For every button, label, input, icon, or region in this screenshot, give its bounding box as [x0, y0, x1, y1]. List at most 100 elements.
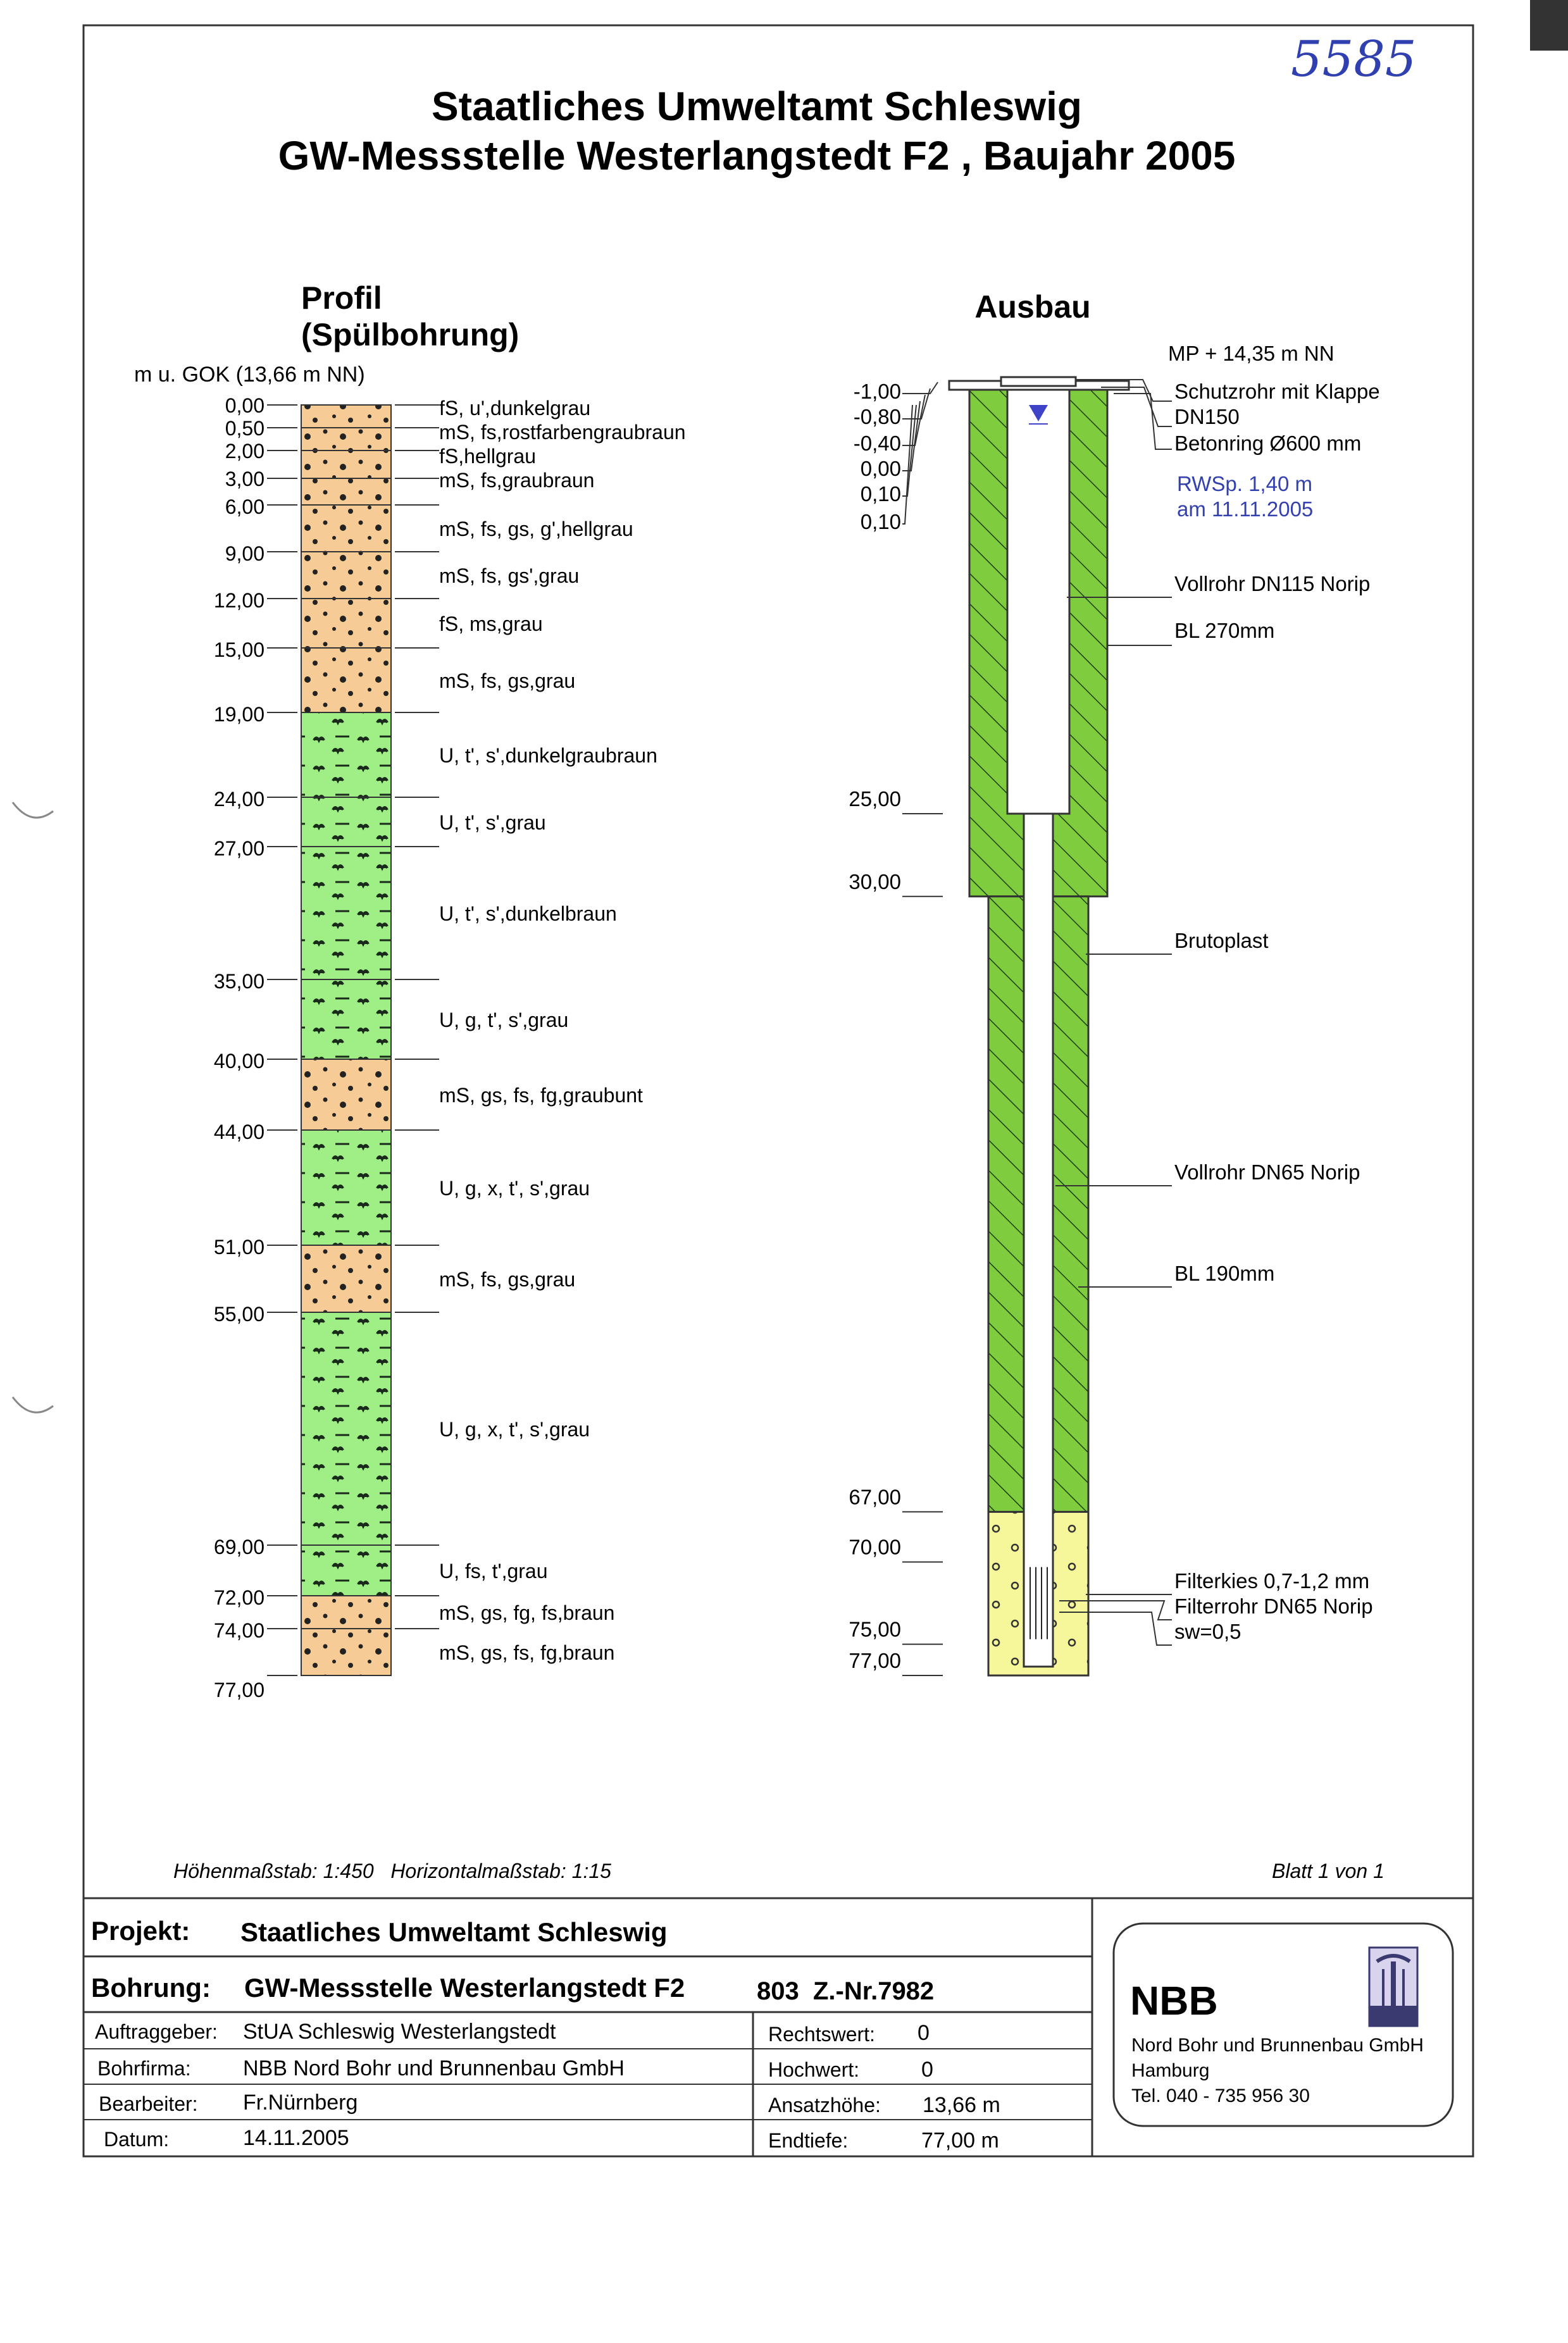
layer-desc-3: fS,hellgrau	[439, 445, 536, 468]
layer-13	[301, 1059, 392, 1131]
depth-label-6: 9,00	[225, 542, 264, 565]
company-logo-icon	[1368, 1946, 1419, 2027]
row-rlabel-1: Rechtswert:	[768, 2023, 875, 2046]
depth-label-19: 74,00	[214, 1619, 264, 1642]
layer-desc-17: U, fs, t',grau	[439, 1560, 548, 1582]
layer-17	[301, 1544, 392, 1596]
ausbau-depth-label-2: 30,00	[849, 870, 901, 893]
company-line3: Tel. 040 - 735 956 30	[1131, 2085, 1310, 2106]
layer-4	[301, 478, 392, 506]
depth-label-17: 69,00	[214, 1536, 264, 1558]
top-label-leaders	[902, 382, 938, 525]
depth-label-7: 12,00	[214, 589, 264, 612]
bl270-label: BL 270mm	[1174, 619, 1274, 642]
layer-desc-12: U, g, t', s',grau	[439, 1009, 568, 1031]
betonring-label: Betonring Ø600 mm	[1174, 432, 1361, 455]
depth-label-5: 6,00	[225, 495, 264, 518]
layer-desc-9: U, t', s',dunkelgraubraun	[439, 744, 657, 767]
depth-label-3: 2,00	[225, 440, 264, 463]
layer-desc-6: mS, fs, gs',grau	[439, 564, 579, 587]
mp-label: MP + 14,35 m NN	[1168, 342, 1335, 365]
row-label-1: Auftraggeber:	[95, 2020, 218, 2043]
row-value-2: NBB Nord Bohr und Brunnenbau GmbH	[243, 2056, 625, 2080]
rwsp-label: RWSp. 1,40 m	[1177, 472, 1312, 495]
top-label-2: -0,80	[854, 405, 901, 428]
sw-label: sw=0,5	[1174, 1620, 1241, 1643]
layer-desc-2: mS, fs,rostfarbengraubraun	[439, 421, 686, 444]
ausbau-depth-label-1: 25,00	[849, 787, 901, 811]
filterkies-label: Filterkies 0,7-1,2 mm	[1174, 1569, 1369, 1593]
profil-heading: Profil	[301, 280, 382, 316]
sheet-text: Blatt 1 von 1	[1272, 1860, 1384, 1882]
layer-15	[301, 1245, 392, 1313]
vollrohr115-label: Vollrohr DN115 Norip	[1174, 572, 1370, 595]
depth-label-bottom: 77,00	[214, 1679, 264, 1701]
layer-2	[301, 427, 392, 451]
layer-1	[301, 404, 392, 428]
layer-desc-15: mS, fs, gs,grau	[439, 1268, 575, 1291]
depth-label-12: 35,00	[214, 970, 264, 993]
top-label-5: 0,10	[861, 482, 901, 506]
top-label-6: 0,10	[861, 510, 901, 533]
row-rlabel-3: Ansatzhöhe:	[768, 2094, 881, 2116]
pipe-dn65	[1023, 812, 1054, 1668]
company-box	[1112, 1922, 1454, 2127]
depth-label-14: 44,00	[214, 1121, 264, 1143]
pipe-dn115	[1006, 388, 1071, 815]
ausbau-heading: Ausbau	[974, 289, 1090, 325]
depth-label-2: 0,50	[225, 417, 264, 440]
bohrung-label: Bohrung:	[91, 1973, 211, 2003]
depth-label-9: 19,00	[214, 703, 264, 726]
depth-label-15: 51,00	[214, 1236, 264, 1259]
layer-desc-16: U, g, x, t', s',grau	[439, 1418, 590, 1441]
ausbau-depth-label-6: 77,00	[849, 1649, 901, 1672]
scan-edge-mark	[1530, 0, 1568, 51]
depth-label-8: 15,00	[214, 638, 264, 661]
depth-label-13: 40,00	[214, 1050, 264, 1072]
layer-desc-8: mS, fs, gs,grau	[439, 669, 575, 692]
company-line1: Nord Bohr und Brunnenbau GmbH	[1131, 2035, 1424, 2056]
row-rvalue-1: 0	[918, 2021, 930, 2045]
title-line1: Staatliches Umweltamt Schleswig	[432, 84, 1082, 129]
profil-subheading: (Spülbohrung)	[301, 317, 519, 352]
ausbau-annotations: MP + 14,35 m NN Schutzrohr mit Klappe DN…	[1168, 342, 1380, 1643]
handwritten-number: 5585	[1291, 31, 1417, 88]
bl190-label: BL 190mm	[1174, 1262, 1274, 1285]
layer-18	[301, 1595, 392, 1629]
row-value-1: StUA Schleswig Westerlangstedt	[243, 2020, 556, 2044]
brutoplast-label: Brutoplast	[1174, 929, 1269, 952]
row-value-4: 14.11.2005	[243, 2126, 349, 2150]
projekt-label: Projekt:	[91, 1916, 190, 1946]
projekt-value: Staatliches Umweltamt Schleswig	[240, 1917, 668, 1947]
layer-desc-13: mS, gs, fs, fg,graubunt	[439, 1084, 643, 1107]
layer-10	[301, 797, 392, 847]
schutzrohr-dn-label: DN150	[1174, 405, 1240, 428]
row-rvalue-2: 0	[921, 2058, 933, 2082]
layer-5	[301, 504, 392, 552]
layer-3	[301, 450, 392, 479]
rwsp-date-label: am 11.11.2005	[1177, 497, 1313, 521]
layer-14	[301, 1129, 392, 1246]
row-value-3: Fr.Nürnberg	[243, 2091, 358, 2115]
depth-label-10: 24,00	[214, 788, 264, 811]
layer-12	[301, 979, 392, 1060]
layer-desc-1: fS, u',dunkelgrau	[439, 397, 590, 420]
top-label-3: -0,40	[854, 432, 901, 455]
layer-7	[301, 598, 392, 649]
row-rlabel-2: Hochwert:	[768, 2058, 859, 2081]
ausbau-top-labels: -1,00 -0,80 -0,40 0,00 0,10 0,10	[854, 380, 901, 533]
row-rvalue-3: 13,66 m	[923, 2093, 1000, 2117]
binder-marks	[11, 802, 54, 1414]
layer-19	[301, 1628, 392, 1676]
layer-6	[301, 551, 392, 599]
bohrung-value: GW-Messstelle Westerlangstedt F2	[244, 1973, 685, 2003]
info-table	[82, 1897, 1474, 2158]
depth-label-11: 27,00	[214, 837, 264, 860]
title-line2: GW-Messstelle Westerlangstedt F2 , Bauja…	[278, 133, 1236, 178]
layer-desc-14: U, g, x, t', s',grau	[439, 1177, 590, 1200]
layer-desc-11: U, t', s',dunkelbraun	[439, 902, 617, 925]
annotation-leaders	[1055, 379, 1172, 1646]
